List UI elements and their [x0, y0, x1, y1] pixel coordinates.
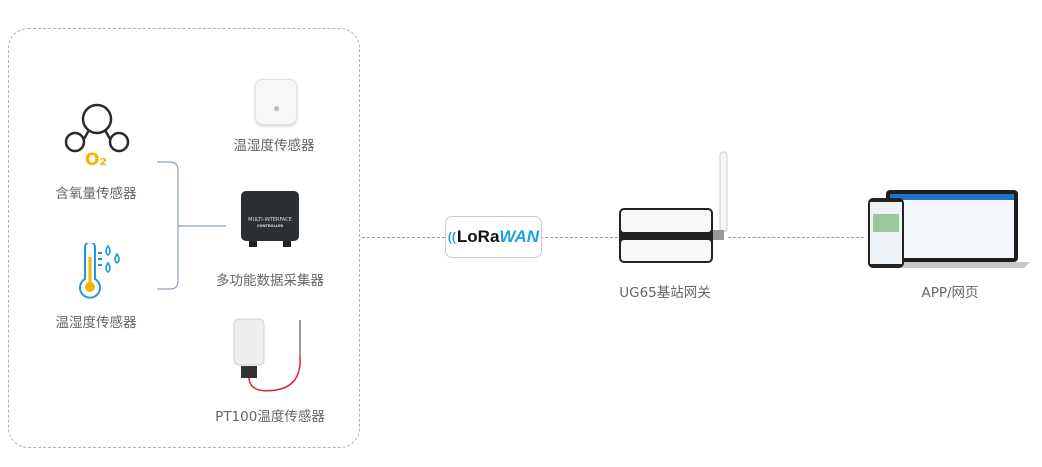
controller-print-line2: CONTROLLER [256, 224, 284, 228]
oxygen-sensor-label: 含氧量传感器 [55, 186, 137, 202]
connector-icon [283, 241, 291, 247]
controller-print-line1: MULTI-INTERFACE [248, 217, 292, 223]
temp-humidity-sensor-label: 温湿度传感器 [233, 138, 315, 154]
laptop-phone-app-icon [868, 190, 1030, 268]
wireless-signal-icon: (( [447, 230, 456, 244]
connector-icon [249, 241, 257, 247]
device-button-icon [274, 106, 279, 111]
pt100-sensor-device [233, 318, 301, 392]
multi-interface-controller-device: MULTI-INTERFACE CONTROLLER [241, 191, 299, 241]
dashed-link [728, 237, 864, 238]
controller-label: 多功能数据采集器 [216, 273, 324, 289]
gateway-label: UG65基站网关 [619, 285, 711, 301]
sensor-group-box [8, 28, 360, 448]
temp-humidity-sensor-device [255, 79, 297, 125]
lorawan-part2: WAN [499, 227, 540, 246]
thermometer-humidity-icon [79, 243, 120, 299]
oxygen-formula: O₂ [85, 150, 107, 170]
lorawan-part1: LoRa [456, 227, 500, 246]
app-label: APP/网页 [921, 285, 979, 301]
dashed-link [540, 237, 618, 238]
pt100-label: PT100温度传感器 [215, 409, 325, 425]
ug65-gateway-device [619, 151, 728, 263]
temp-humidity-icon-label: 温湿度传感器 [55, 315, 137, 331]
bracket-connector [157, 161, 226, 290]
oxygen-molecule-icon [64, 103, 130, 153]
dashed-link [362, 237, 445, 238]
